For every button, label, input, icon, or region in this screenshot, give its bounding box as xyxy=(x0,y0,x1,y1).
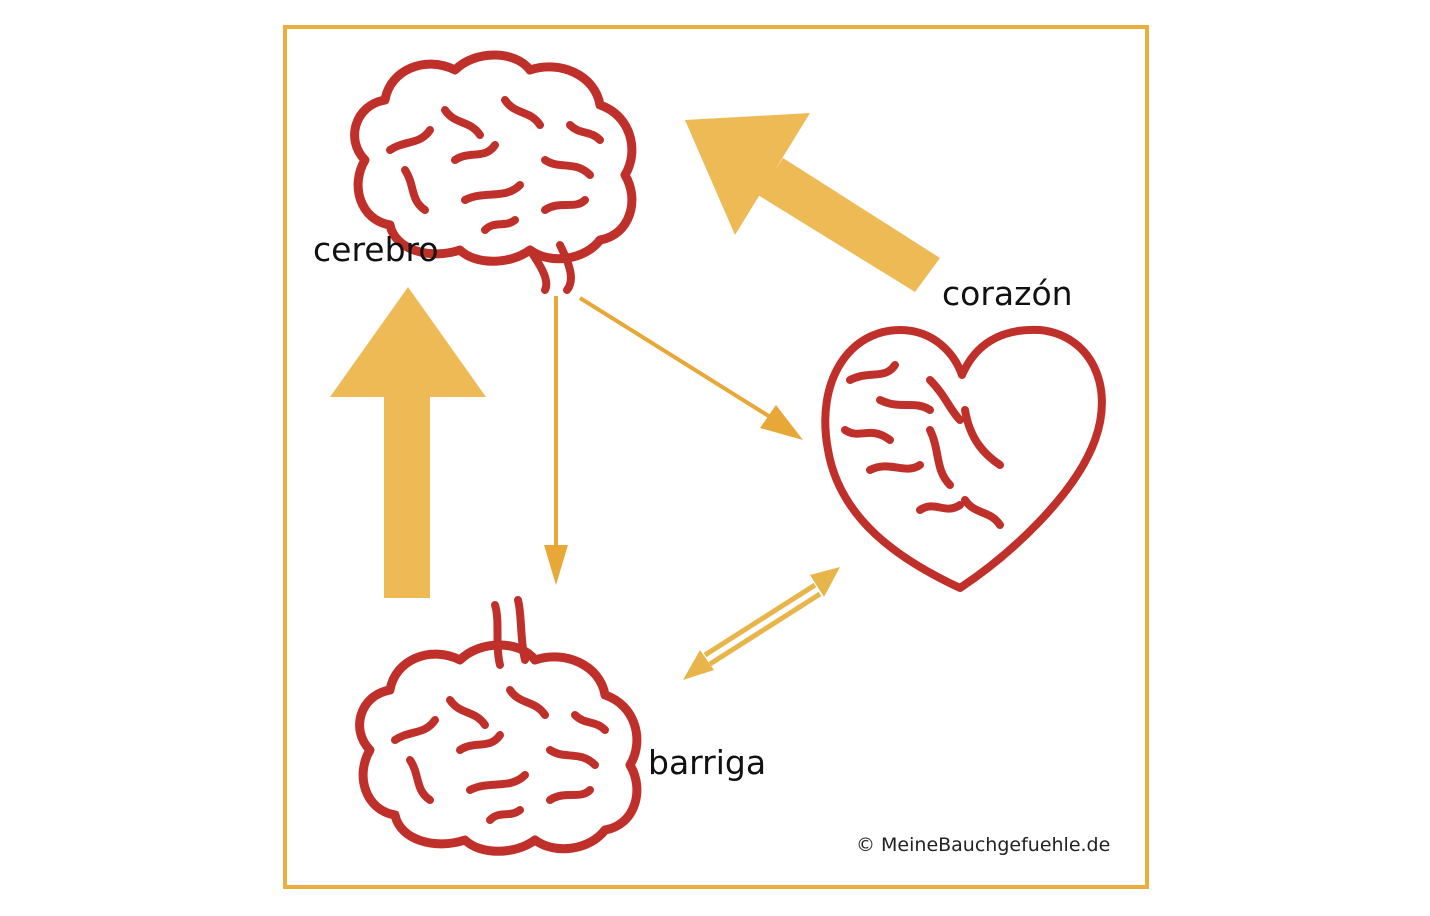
heart-brain-icon xyxy=(821,325,1106,592)
frame-border xyxy=(283,25,1149,889)
brain-icon xyxy=(355,55,632,294)
copyright-text: © MeineBauchgefuehle.de xyxy=(856,834,1111,856)
arrow-brain-to-belly xyxy=(544,296,568,585)
large-arrow-heart-to-brain xyxy=(685,113,940,292)
arrow-brain-to-heart xyxy=(578,296,803,440)
double-arrow-belly-heart xyxy=(683,567,840,680)
large-arrow-belly-to-brain xyxy=(330,287,486,598)
label-belly: barriga xyxy=(648,743,767,782)
label-brain: cerebro xyxy=(313,230,439,269)
label-heart: corazón xyxy=(942,274,1073,313)
gut-brain-icon xyxy=(360,596,637,851)
